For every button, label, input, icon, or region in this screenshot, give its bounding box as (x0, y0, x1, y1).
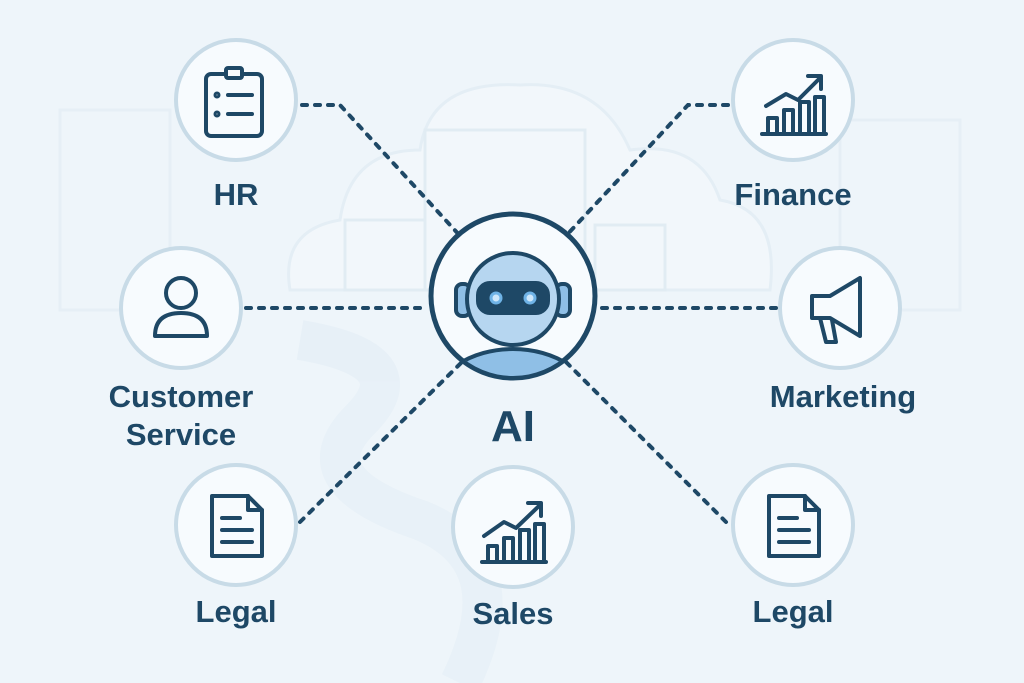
growth-chart-icon (760, 74, 828, 136)
ai-hub (428, 211, 598, 381)
growth-chart-icon (480, 501, 548, 564)
node-label-customer-service: Customer Service (109, 378, 254, 454)
node-marketing (778, 246, 902, 370)
connector-legal-left (298, 360, 464, 524)
megaphone-icon (810, 276, 862, 344)
robot-icon (433, 251, 593, 376)
label-line: Service (125, 417, 237, 452)
node-label-finance: Finance (734, 177, 852, 212)
connector-finance (562, 103, 730, 240)
node-legal-left (174, 463, 298, 587)
clipboard-icon (204, 66, 264, 138)
node-legal-right (731, 463, 855, 587)
connector-lines (244, 103, 778, 524)
node-label-legal-left: Legal (195, 594, 277, 629)
label-line: Customer (108, 379, 254, 414)
node-label-hr: HR (213, 177, 259, 212)
user-icon (153, 276, 209, 338)
document-icon (210, 494, 264, 558)
document-icon (767, 494, 821, 558)
ai-label: AI (491, 402, 535, 451)
node-hr (174, 38, 298, 162)
node-label-marketing: Marketing (769, 379, 917, 414)
connector-hr (300, 103, 464, 240)
node-finance (731, 38, 855, 162)
connector-legal-right (564, 360, 728, 524)
node-label-legal-right: Legal (752, 594, 834, 629)
background-illustration (58, 83, 962, 683)
node-label-sales: Sales (472, 596, 554, 631)
